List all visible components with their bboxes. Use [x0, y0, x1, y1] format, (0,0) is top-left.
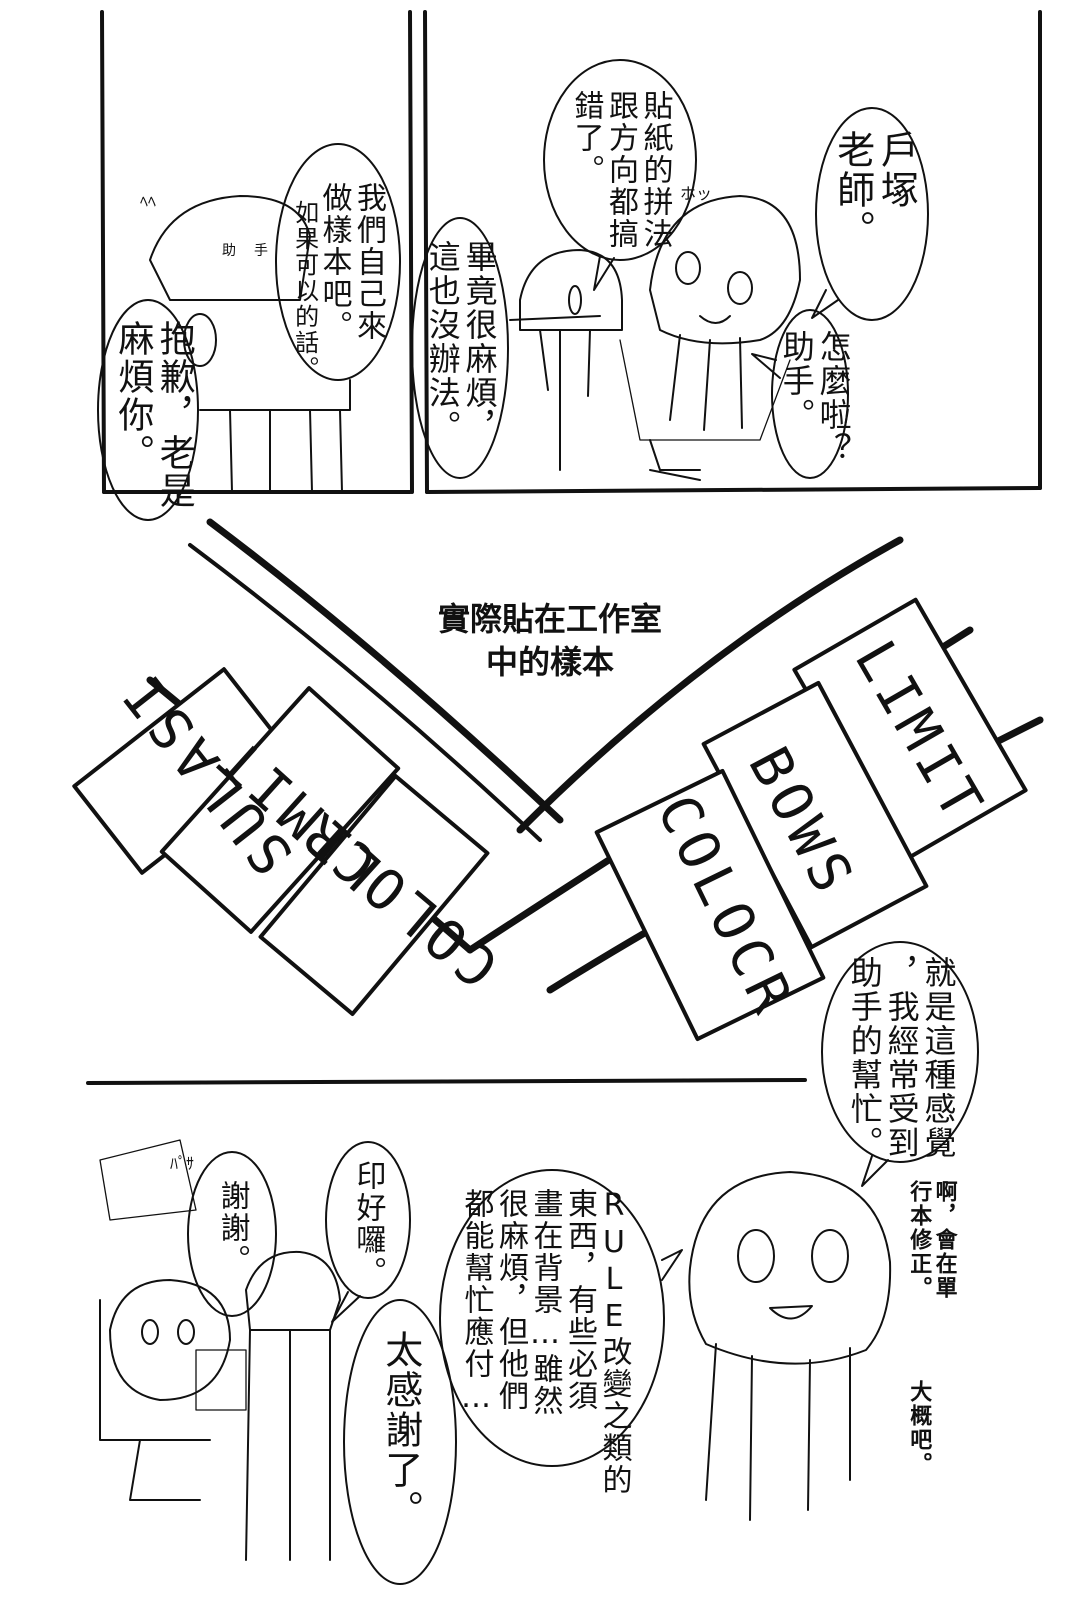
bubble-samples-shape — [275, 143, 401, 381]
bubble-cant-help-text: 畢竟很麻煩， 這也沒辦法。 — [423, 240, 499, 444]
sfx-paper: ﾊﾟｻ — [170, 1154, 195, 1173]
panel-middle — [72, 518, 1044, 1187]
sfx-hoh: ホッ — [680, 184, 713, 203]
bubble-grateful-text: 太感謝了。 — [378, 1330, 423, 1530]
bubble-what-text: 怎麼啦？ 助手。 — [777, 330, 853, 466]
sign-6-frame — [594, 768, 826, 1042]
caption-samples: 實際貼在工作室 中的樣本 — [437, 600, 662, 682]
note-correction-text: 啊，會在單 行本修正。 — [906, 1180, 957, 1300]
bubble-grateful-shape — [343, 1299, 457, 1585]
bubble-what-shape — [771, 309, 849, 479]
bubble-samples-text: 我們自己來 做樣本吧。 — [316, 182, 387, 342]
panel-top — [97, 10, 1042, 521]
sfx-nn: ﾍﾍ — [140, 192, 157, 211]
jellyfish-teacher-figure — [619, 195, 801, 481]
bubble-thanks-shape — [187, 1151, 277, 1317]
bubble-like-this-text: 就是這種感覺 ，我經常受到 助手的幫忙。 — [845, 956, 958, 1160]
assistant-chair — [149, 195, 351, 493]
note-probably-text: 大概吧。 — [906, 1380, 932, 1476]
bubble-rule-text: RULE改變之類的 東西，有些必須 畫在背景…雖然 很麻煩，但他們 都能幫忙應付… — [458, 1188, 632, 1496]
bubble-thanks-text: 謝謝。 — [214, 1180, 250, 1276]
bubble-sticker-text: 貼紙的拼法 跟方向都搞 錯了。 — [568, 90, 673, 250]
sign-2-frame — [159, 686, 401, 934]
desk-scene — [99, 1139, 341, 1561]
hat-assistant-figure — [509, 249, 623, 471]
chair-label: 助手 — [222, 243, 286, 259]
sign-3-frame — [258, 773, 490, 1017]
bubble-sorry-shape — [97, 299, 199, 521]
bubble-cant-help-shape — [411, 217, 509, 479]
bubble-printed-shape — [325, 1141, 411, 1299]
jellyfish-teacher-figure-2 — [688, 1171, 892, 1521]
bubble-sticker-shape — [543, 59, 697, 261]
bubble-like-this-shape — [821, 941, 979, 1163]
panel-bottom — [99, 1139, 892, 1585]
bubble-teacher-text: 戶塚 老師。 — [830, 130, 919, 250]
bubble-sorry-text: 抱歉，老是 麻煩你。 — [112, 320, 195, 510]
bubble-teacher-shape — [815, 107, 929, 321]
bubble-rule-shape — [439, 1169, 665, 1467]
bubble-if-possible-text: 如果可以的話。 — [290, 200, 319, 382]
panel-divider — [86, 1078, 807, 1085]
bubble-printed-text: 印好囉。 — [350, 1160, 386, 1288]
